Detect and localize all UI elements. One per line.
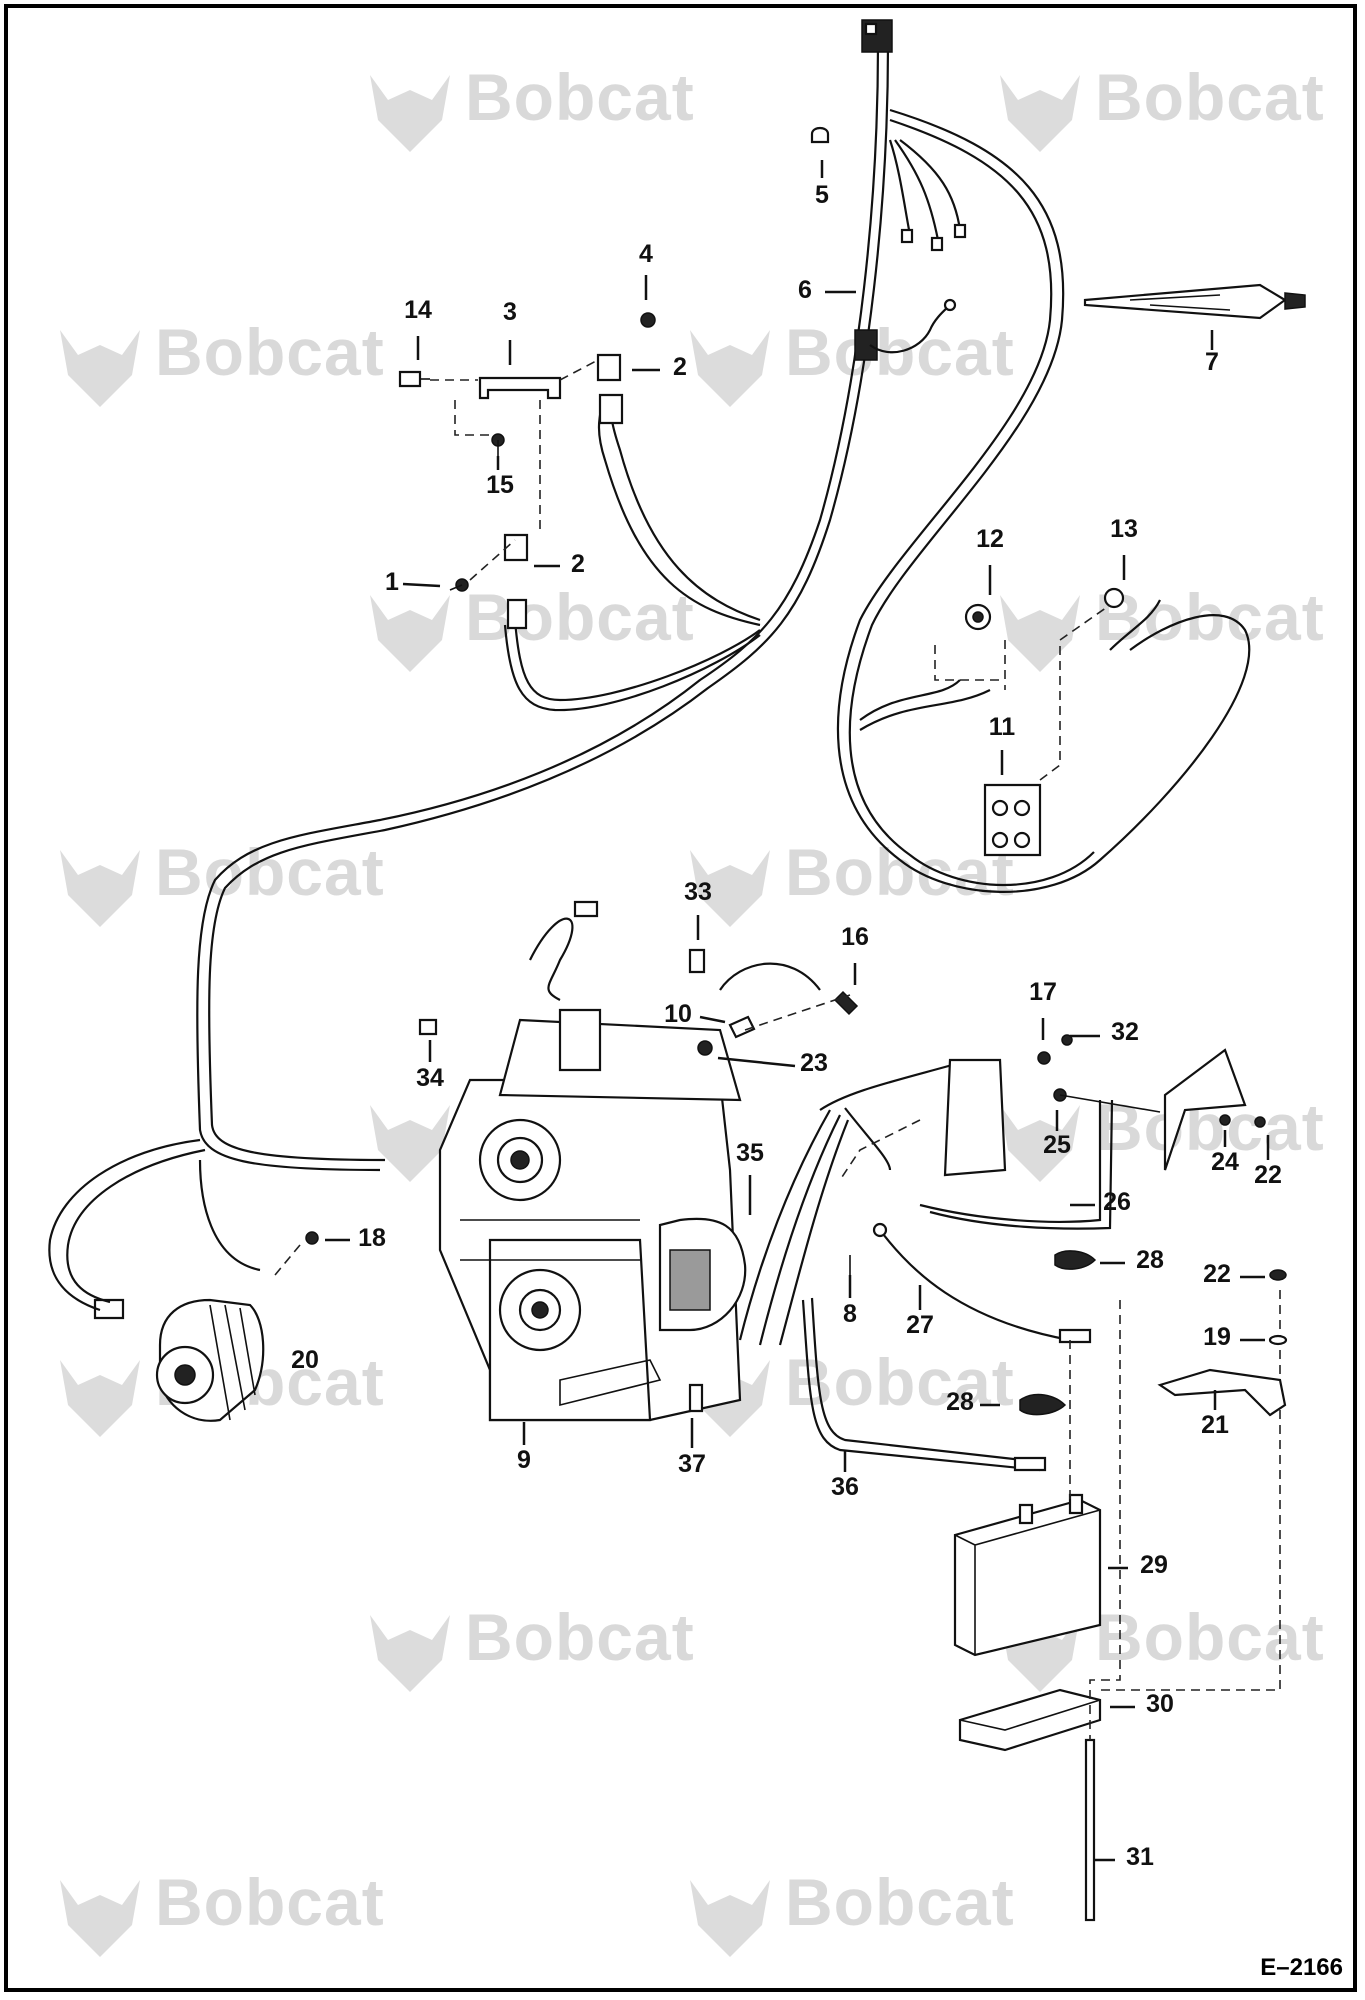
watermark-text: Bobcat <box>1095 60 1325 134</box>
bobcat-logo-icon <box>1000 1105 1080 1182</box>
watermark: Bobcat <box>1000 580 1325 672</box>
watermark: Bobcat <box>60 315 385 407</box>
callout-15: 15 <box>486 471 514 499</box>
callout-2: 2 <box>673 353 687 381</box>
bobcat-logo-icon <box>60 1880 140 1957</box>
callout-16: 16 <box>841 923 869 951</box>
engine-fittings <box>418 900 921 1413</box>
watermark-text: Bobcat <box>155 1865 385 1939</box>
leader-lines <box>325 160 1270 1862</box>
callout-21: 21 <box>1201 1411 1229 1439</box>
figure-id: E–2166 <box>1260 1954 1343 1981</box>
watermark: Bobcat <box>370 1600 695 1692</box>
callout-1: 1 <box>385 568 399 596</box>
callout-28: 28 <box>1136 1246 1164 1274</box>
bobcat-logo-icon <box>60 1360 140 1437</box>
bobcat-logo-icon <box>690 850 770 927</box>
callout-30: 30 <box>1146 1690 1174 1718</box>
callout-29: 29 <box>1140 1551 1168 1579</box>
callout-19: 19 <box>1203 1323 1231 1351</box>
watermark-text: Bobcat <box>465 1600 695 1674</box>
bobcat-logo-icon <box>690 1880 770 1957</box>
callout-13: 13 <box>1110 515 1138 543</box>
watermark: Bobcat <box>690 315 1014 407</box>
callout-11: 11 <box>989 713 1016 741</box>
callout-34: 34 <box>416 1064 444 1092</box>
callout-32: 32 <box>1111 1018 1139 1046</box>
callout-9: 9 <box>517 1446 531 1474</box>
callout-2: 2 <box>571 550 585 578</box>
watermark: Bobcat <box>1000 1600 1325 1692</box>
callout-24: 24 <box>1211 1148 1239 1176</box>
callout-17: 17 <box>1029 978 1057 1006</box>
callout-18: 18 <box>358 1224 386 1252</box>
bobcat-logo-icon <box>690 330 770 407</box>
callout-31: 31 <box>1126 1843 1154 1871</box>
diagram-frame <box>4 4 1357 1992</box>
callout-23: 23 <box>800 1049 828 1077</box>
bobcat-logo-icon <box>1000 595 1080 672</box>
main-wire-harness <box>196 19 1251 1172</box>
callout-35: 35 <box>736 1139 764 1167</box>
bobcat-logo-icon <box>1000 75 1080 152</box>
bobcat-logo-icon <box>370 595 450 672</box>
watermark-text: Bobcat <box>155 315 385 389</box>
watermark-text: Bobcat <box>785 1865 1015 1939</box>
watermark-text: Bobcat <box>465 60 695 134</box>
watermark: Bobcat <box>1000 60 1325 152</box>
callout-36: 36 <box>831 1473 859 1501</box>
bobcat-logo-icon <box>370 1615 450 1692</box>
engine <box>438 1008 747 1422</box>
watermark: Bobcat <box>370 580 695 672</box>
watermark-text: Bobcat <box>1095 580 1325 654</box>
watermark: Bobcat <box>690 1865 1015 1957</box>
small-parts <box>810 126 1306 320</box>
callout-8: 8 <box>843 1300 857 1328</box>
callout-5: 5 <box>815 181 829 209</box>
callout-14: 14 <box>404 296 432 324</box>
callout-4: 4 <box>639 240 653 268</box>
callout-10: 10 <box>664 1000 692 1028</box>
bobcat-logo-icon <box>370 75 450 152</box>
watermark-text: Bobcat <box>155 835 385 909</box>
callout-28: 28 <box>946 1388 974 1416</box>
callout-12: 12 <box>976 525 1004 553</box>
bobcat-logo-icon <box>60 850 140 927</box>
callout-33: 33 <box>684 878 712 906</box>
alternator <box>48 1138 319 1422</box>
callout-22: 22 <box>1203 1260 1231 1288</box>
bobcat-logo-icon <box>1000 1615 1080 1692</box>
watermark-text: Bobcat <box>1095 1600 1325 1674</box>
callout-7: 7 <box>1205 348 1219 376</box>
watermark: Bobcat <box>60 835 385 927</box>
callout-27: 27 <box>906 1311 934 1339</box>
callout-37: 37 <box>678 1450 706 1478</box>
battery-assembly <box>953 1034 1288 1922</box>
callout-6: 6 <box>798 276 812 304</box>
callout-22: 22 <box>1254 1161 1282 1189</box>
callout-25: 25 <box>1043 1131 1071 1159</box>
sensor-group <box>934 587 1125 857</box>
watermark: Bobcat <box>370 60 695 152</box>
watermark-text: Bobcat <box>785 1345 1015 1419</box>
battery-cables <box>738 1058 1114 1472</box>
bobcat-logo-icon <box>370 1105 450 1182</box>
watermark: Bobcat <box>60 1865 385 1957</box>
callout-20: 20 <box>291 1346 319 1374</box>
callout-3: 3 <box>503 298 517 326</box>
connector-group <box>398 312 656 630</box>
callout-26: 26 <box>1103 1188 1131 1216</box>
watermark-text: Bobcat <box>465 580 695 654</box>
bobcat-logo-icon <box>60 330 140 407</box>
